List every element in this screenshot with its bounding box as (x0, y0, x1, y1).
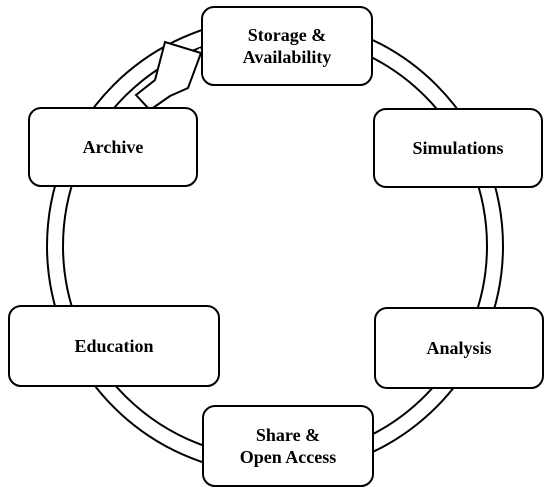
node-storage-availability: Storage & Availability (201, 6, 373, 86)
node-archive: Archive (28, 107, 198, 187)
node-share-open-access: Share & Open Access (202, 405, 374, 487)
cycle-arrow-head (134, 40, 203, 112)
node-simulations: Simulations (373, 108, 543, 188)
ring-inner-line (62, 33, 488, 459)
node-analysis: Analysis (374, 307, 544, 389)
node-education: Education (8, 305, 220, 387)
